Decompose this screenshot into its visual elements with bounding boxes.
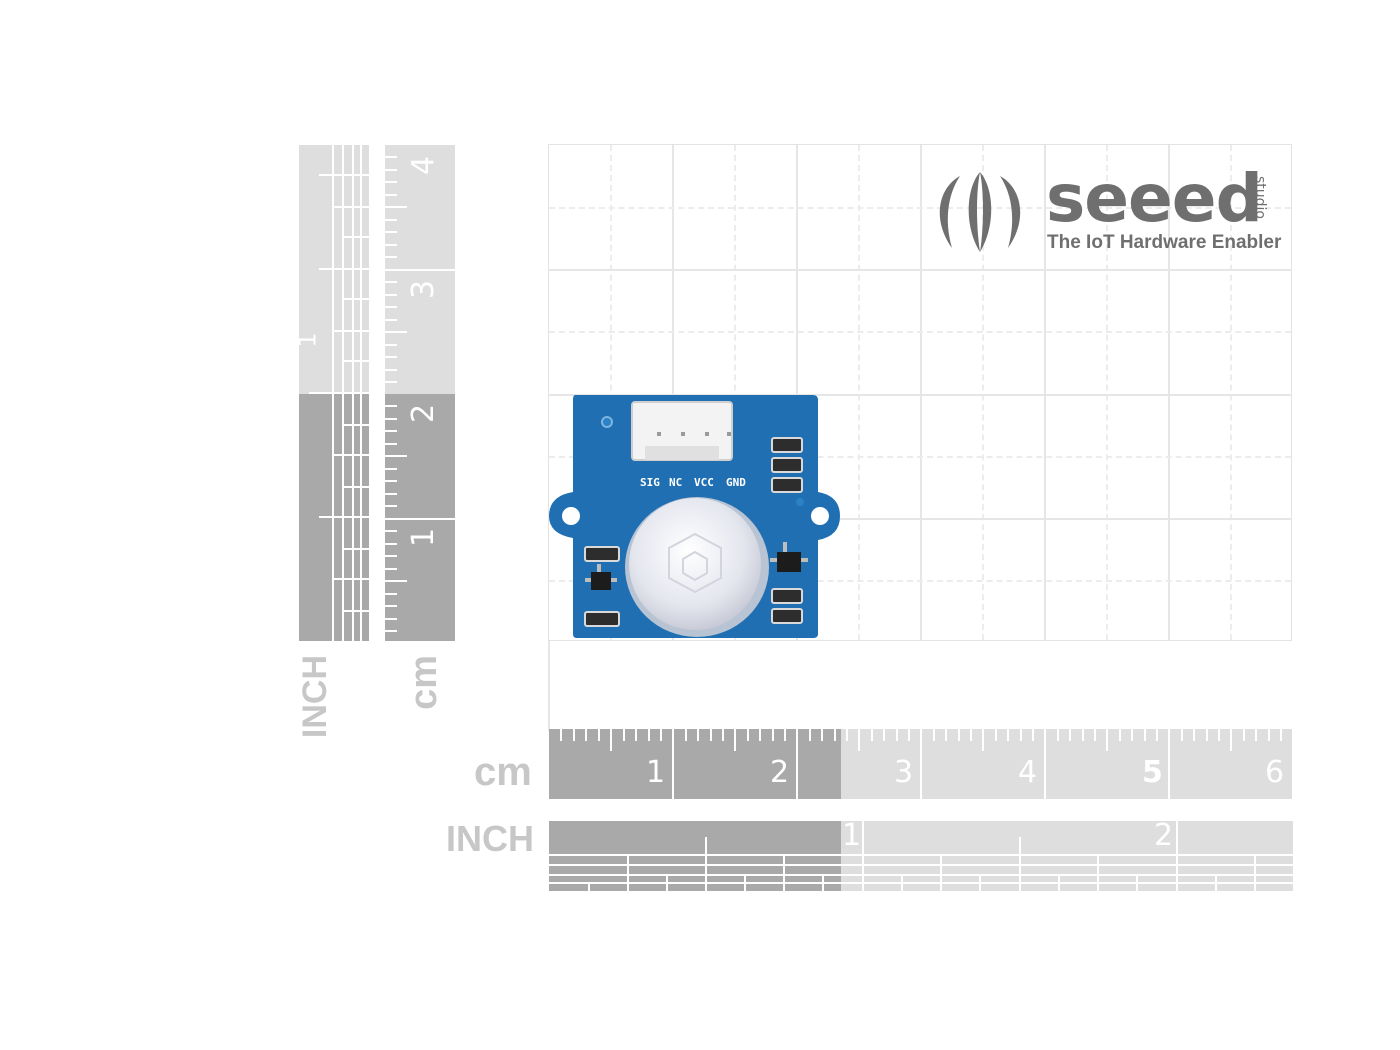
horizontal-cm-number-1: 1 [646, 755, 666, 790]
horizontal-cm-number-6: 6 [1265, 755, 1285, 790]
horizontal-cm-number-4: 4 [1018, 755, 1038, 790]
horizontal-cm-number-3: 3 [894, 755, 914, 790]
grid-extension-line [548, 641, 550, 731]
vertical-cm-number-2: 2 [406, 403, 442, 424]
horizontal-inch-label: INCH [446, 818, 534, 859]
vertical-inch-ticks [309, 145, 369, 641]
horizontal-cm-ticks [560, 729, 1282, 799]
vertical-inch-label: INCH [296, 655, 334, 739]
horizontal-inch-ticks [549, 821, 1293, 891]
vertical-inch-number-1: 1 [293, 332, 322, 348]
horizontal-inch-number-2: 2 [1154, 818, 1174, 853]
vertical-cm-number-3: 3 [406, 279, 442, 300]
vertical-cm-ruler-dark [385, 394, 455, 641]
pin-label-nc: NC [669, 476, 683, 489]
horizontal-cm-number-2: 2 [770, 755, 790, 790]
horizontal-cm-label: cm [474, 750, 532, 794]
seeed-logo-icon [939, 172, 1021, 252]
pin-label-gnd: GND [726, 476, 746, 489]
vertical-cm-label: cm [403, 655, 445, 710]
vertical-cm-number-4: 4 [406, 155, 442, 176]
measurement-grid [548, 144, 1292, 641]
horizontal-inch-number-1: 1 [842, 818, 862, 853]
logo-tagline: The IoT Hardware Enabler [1047, 232, 1282, 253]
horizontal-cm-ruler-light [841, 729, 1292, 799]
pir-motion-sensor-board [549, 395, 840, 638]
horizontal-cm-number-5: 5 [1142, 755, 1163, 790]
vertical-cm-ticks [385, 156, 455, 632]
horizontal-cm-ruler-dark [549, 729, 841, 799]
pin-label-sig: SIG [640, 476, 660, 489]
vertical-cm-number-1: 1 [406, 527, 442, 548]
pin-label-vcc: VCC [694, 476, 714, 489]
logo-sub-text: studio [1252, 176, 1268, 219]
logo-brand-text: seeed [1046, 160, 1263, 237]
